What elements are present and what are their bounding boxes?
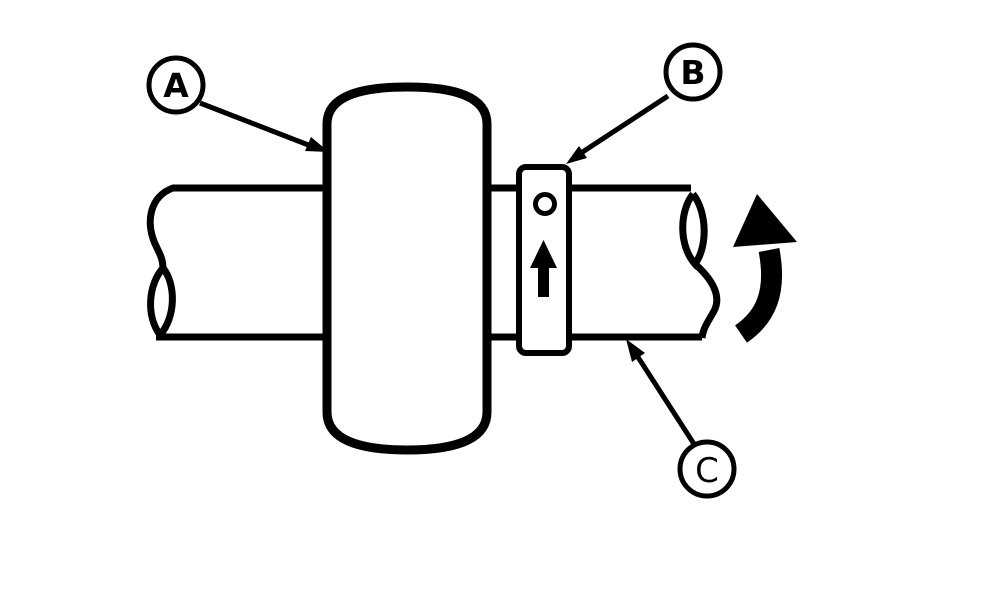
- callout-c-circle: [677, 439, 737, 499]
- callout-c-leader: [633, 352, 697, 446]
- band-b: [516, 164, 572, 356]
- rotation-arrow-tail: [734, 248, 783, 343]
- callout-b-leader: [579, 93, 670, 156]
- curved-rotation-arrow-icon: [733, 194, 797, 343]
- callout-a-circle: [146, 55, 206, 115]
- rotation-arrow-head: [733, 194, 797, 247]
- callout-a-leader: [199, 100, 312, 149]
- break-line-symbol: [692, 261, 721, 339]
- callout-b-arrowhead: [566, 146, 587, 164]
- callout-a: A: [146, 55, 329, 152]
- shaft-left-segment: [146, 184, 330, 341]
- callout-c: C: [626, 339, 737, 499]
- break-lens: [147, 265, 176, 341]
- callout-c-letter: C: [695, 451, 719, 491]
- callout-b: B: [566, 42, 723, 164]
- break-line-symbol: [146, 184, 175, 269]
- callout-a-letter: A: [163, 66, 189, 105]
- callout-b-circle: [663, 42, 723, 102]
- callout-b-letter: B: [680, 53, 705, 92]
- component-a-cylinder: [322, 82, 492, 455]
- callout-a-arrowhead: [305, 137, 329, 152]
- callout-c-arrowhead: [626, 339, 645, 362]
- band-hole: [533, 192, 557, 216]
- up-arrow-icon: [530, 240, 557, 297]
- shaft-right-segment: [566, 184, 721, 341]
